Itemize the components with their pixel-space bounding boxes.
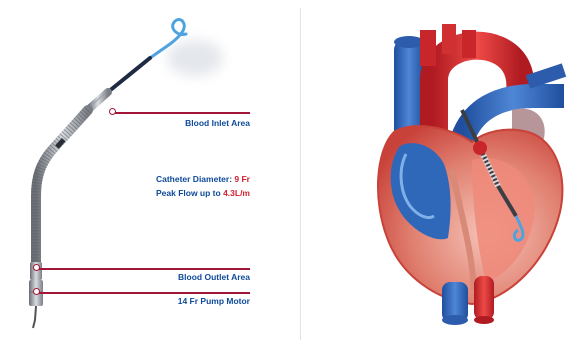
catheter-dark-section — [108, 58, 150, 92]
catheter-specs: Catheter Diameter: 9 Fr Peak Flow up to … — [156, 172, 250, 200]
catheter-illustration-panel: Blood Inlet Area Catheter Diameter: 9 Fr… — [0, 0, 300, 347]
blood-outlet-label: Blood Outlet Area — [178, 272, 250, 282]
cannula-body — [36, 110, 88, 264]
catheter-diameter-spec: Catheter Diameter: 9 Fr — [156, 172, 250, 186]
motor-callout-line — [37, 292, 250, 294]
panel-divider — [300, 8, 301, 340]
descending-aorta — [474, 276, 494, 320]
outlet-callout-dot — [33, 264, 40, 271]
pump-motor-label: 14 Fr Pump Motor — [178, 296, 250, 306]
heart-illustration-panel — [302, 0, 586, 347]
heart-illustration — [302, 0, 586, 347]
blood-inlet-label: Blood Inlet Area — [185, 118, 250, 128]
catheter-diameter-value: 9 Fr — [234, 174, 250, 184]
peak-flow-value: 4.3L/m — [223, 188, 250, 198]
catheter-diameter-label: Catheter Diameter: — [156, 174, 232, 184]
catheter-illustration — [0, 0, 300, 347]
peak-flow-spec: Peak Flow up to 4.3L/m — [156, 186, 250, 200]
inlet-callout-line — [113, 112, 250, 114]
outlet-callout-line — [37, 268, 250, 270]
peak-flow-label: Peak Flow up to — [156, 188, 221, 198]
inlet-callout-dot — [109, 108, 116, 115]
motor-callout-dot — [33, 288, 40, 295]
